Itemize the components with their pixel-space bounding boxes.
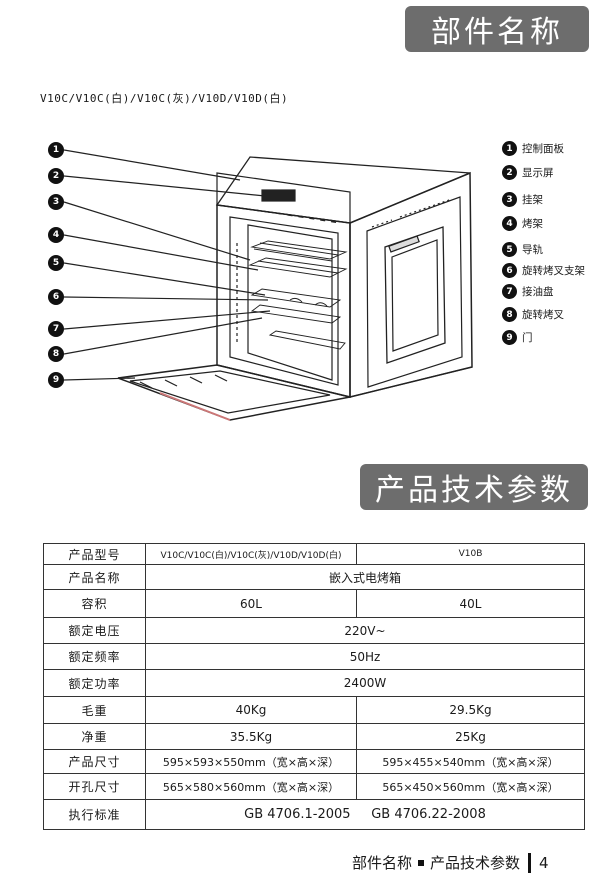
legend-item: 9 门 [502, 330, 533, 345]
legend-number: 1 [502, 141, 517, 156]
table-cell: 毛重 [43, 696, 146, 724]
legend-number: 4 [502, 216, 517, 231]
legend-item: 6 旋转烤叉支架 [502, 263, 585, 278]
legend-number: 9 [502, 330, 517, 345]
legend-item: 7 接油盘 [502, 284, 554, 299]
table-cell: 2400W [145, 669, 585, 697]
table-cell: 565×450×560mm（宽×高×深） [356, 773, 585, 800]
oven-illustration [63, 149, 473, 421]
oven-diagram: 1 2 3 4 5 6 7 8 9 [40, 135, 600, 435]
table-cell: 额定频率 [43, 643, 146, 670]
legend-number: 3 [502, 192, 517, 207]
legend-label: 门 [522, 332, 533, 344]
callout-9: 9 [48, 372, 64, 388]
table-cell: 额定电压 [43, 617, 146, 644]
callout-2: 2 [48, 168, 64, 184]
table-cell: 40Kg [145, 696, 357, 724]
table-row: 额定电压 220V~ [43, 617, 585, 644]
callout-5: 5 [48, 255, 64, 271]
legend-item: 5 导轨 [502, 242, 543, 257]
table-cell: GB 4706.1-2005 GB 4706.22-2008 [145, 799, 585, 830]
table-row: 毛重 40Kg 29.5Kg [43, 696, 585, 724]
legend-number: 5 [502, 242, 517, 257]
callout-8: 8 [48, 346, 64, 362]
table-cell: 嵌入式电烤箱 [145, 564, 585, 590]
separator-bar-icon [528, 852, 532, 873]
table-cell: V10B [356, 543, 585, 565]
table-cell: 565×580×560mm（宽×高×深） [145, 773, 357, 800]
legend-label: 旋转烤叉支架 [522, 265, 585, 277]
table-cell: 40L [356, 589, 585, 618]
legend-number: 8 [502, 307, 517, 322]
table-cell: 产品名称 [43, 564, 146, 590]
table-cell: 50Hz [145, 643, 585, 670]
legend-item: 8 旋转烤叉 [502, 307, 564, 322]
table-row: 容积 60L 40L [43, 589, 585, 618]
table-row: 执行标准 GB 4706.1-2005 GB 4706.22-2008 [43, 799, 585, 830]
table-cell: 595×593×550mm（宽×高×深） [145, 749, 357, 774]
separator-square-icon [418, 859, 425, 866]
footer-section-left: 部件名称 [352, 854, 413, 872]
table-row: 产品名称 嵌入式电烤箱 [43, 564, 585, 590]
section-title-specs: 产品技术参数 [360, 464, 588, 510]
table-cell: 29.5Kg [356, 696, 585, 724]
table-cell: 开孔尺寸 [43, 773, 146, 800]
page-footer: 部件名称 产品技术参数 4 [352, 852, 549, 873]
callout-6: 6 [48, 289, 64, 305]
legend-label: 旋转烤叉 [522, 309, 564, 321]
table-row: 额定频率 50Hz [43, 643, 585, 670]
legend-label: 接油盘 [522, 286, 554, 298]
table-row: 开孔尺寸 565×580×560mm（宽×高×深） 565×450×560mm（… [43, 773, 585, 800]
legend-number: 2 [502, 165, 517, 180]
callout-7: 7 [48, 321, 64, 337]
table-cell: 60L [145, 589, 357, 618]
table-cell: 产品尺寸 [43, 749, 146, 774]
legend-label: 导轨 [522, 244, 543, 256]
table-cell: 产品型号 [43, 543, 146, 565]
table-cell: 额定功率 [43, 669, 146, 697]
legend-item: 4 烤架 [502, 216, 543, 231]
callout-1: 1 [48, 142, 64, 158]
spec-table: 产品型号 V10C/V10C(白)/V10C(灰)/V10D/V10D(白) V… [43, 543, 585, 830]
legend-label: 烤架 [522, 218, 543, 230]
legend-item: 3 挂架 [502, 192, 543, 207]
page-number: 4 [539, 853, 549, 872]
callout-4: 4 [48, 227, 64, 243]
table-row: 净重 35.5Kg 25Kg [43, 723, 585, 750]
table-cell: V10C/V10C(白)/V10C(灰)/V10D/V10D(白) [145, 543, 357, 565]
footer-section-right: 产品技术参数 [430, 854, 521, 872]
table-cell: 执行标准 [43, 799, 146, 830]
table-cell: 595×455×540mm（宽×高×深） [356, 749, 585, 774]
table-cell: 220V~ [145, 617, 585, 644]
callout-3: 3 [48, 194, 64, 210]
table-row: 产品型号 V10C/V10C(白)/V10C(灰)/V10D/V10D(白) V… [43, 543, 585, 565]
table-row: 额定功率 2400W [43, 669, 585, 697]
table-row: 产品尺寸 595×593×550mm（宽×高×深） 595×455×540mm（… [43, 749, 585, 774]
legend-item: 1 控制面板 [502, 141, 564, 156]
table-cell: 25Kg [356, 723, 585, 750]
legend-label: 控制面板 [522, 143, 564, 155]
legend-item: 2 显示屏 [502, 165, 554, 180]
section-title-parts: 部件名称 [405, 6, 589, 52]
table-cell: 净重 [43, 723, 146, 750]
legend-number: 6 [502, 263, 517, 278]
legend-label: 挂架 [522, 194, 543, 206]
model-list: V10C/V10C(白)/V10C(灰)/V10D/V10D(白) [40, 92, 289, 105]
legend-label: 显示屏 [522, 167, 554, 179]
table-cell: 容积 [43, 589, 146, 618]
table-cell: 35.5Kg [145, 723, 357, 750]
legend-number: 7 [502, 284, 517, 299]
